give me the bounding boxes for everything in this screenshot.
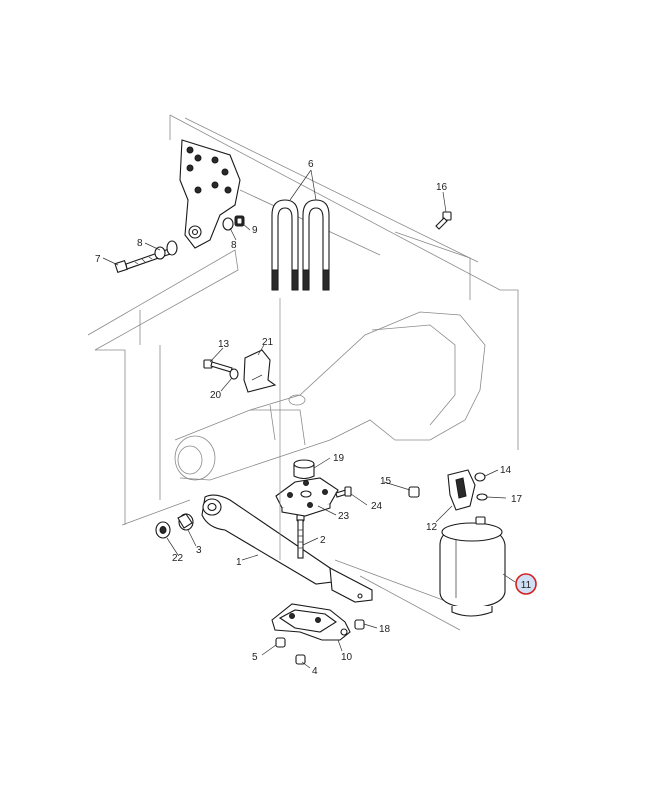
callout-2: 2 (320, 535, 326, 546)
callout-4: 4 (312, 666, 318, 677)
callout-6: 6 (308, 159, 314, 170)
u-bolts-6 (271, 199, 330, 291)
nut-9-washer-8-right (222, 215, 245, 231)
bolt-16 (435, 211, 452, 230)
leader-lines (102, 169, 516, 669)
spring-hanger-bracket (179, 139, 241, 249)
leaf-spring-1 (201, 494, 373, 603)
lower-bracket-10 (271, 603, 351, 641)
nut-4 (295, 654, 306, 665)
top-plate-23 (275, 477, 339, 517)
air-spring-11 (439, 522, 506, 617)
callout-19: 19 (333, 453, 345, 464)
nut-5 (275, 637, 286, 648)
callout-9: 9 (252, 225, 258, 236)
nut-15 (408, 486, 420, 498)
bracket-12 (447, 469, 476, 511)
callout-15: 15 (380, 476, 392, 487)
callout-21: 21 (262, 337, 274, 348)
washer-20 (229, 368, 239, 380)
chassis-outline (87, 114, 519, 631)
centre-bolt-2 (296, 514, 305, 559)
callout-12: 12 (426, 522, 438, 533)
callout-13: 13 (218, 339, 230, 350)
bolt-13 (203, 359, 233, 373)
bracket-bolt-heads (186, 146, 232, 194)
callout-24: 24 (371, 501, 383, 512)
callout-14: 14 (500, 465, 512, 476)
callout-3: 3 (196, 545, 202, 556)
nut-air-spring-top (475, 516, 486, 525)
callout-7: 7 (95, 254, 101, 265)
bolt-24 (335, 486, 352, 498)
callout-8-left: 8 (137, 238, 143, 249)
callout-1: 1 (236, 557, 242, 568)
callout-20: 20 (210, 390, 222, 401)
callout-labels: 1 2 3 4 5 6 7 8 8 9 10 11 12 13 14 15 16… (95, 159, 537, 677)
washer-14 (474, 472, 486, 482)
washer-17 (476, 493, 488, 501)
callout-11-highlight-ring (515, 573, 537, 595)
callout-23: 23 (338, 511, 350, 522)
callout-8-right: 8 (231, 240, 237, 251)
bump-stop-19 (293, 459, 315, 480)
bushing-3 (177, 513, 194, 531)
washer-8-left (154, 240, 178, 260)
callout-17: 17 (511, 494, 523, 505)
washer-22 (155, 521, 171, 539)
callout-5: 5 (252, 652, 258, 663)
bracket-21 (243, 349, 277, 393)
callout-18: 18 (379, 624, 391, 635)
nut-18 (354, 619, 365, 630)
callout-11: 11 (521, 580, 532, 591)
callout-10: 10 (341, 652, 353, 663)
callout-16: 16 (436, 182, 448, 193)
callout-22: 22 (172, 553, 184, 564)
